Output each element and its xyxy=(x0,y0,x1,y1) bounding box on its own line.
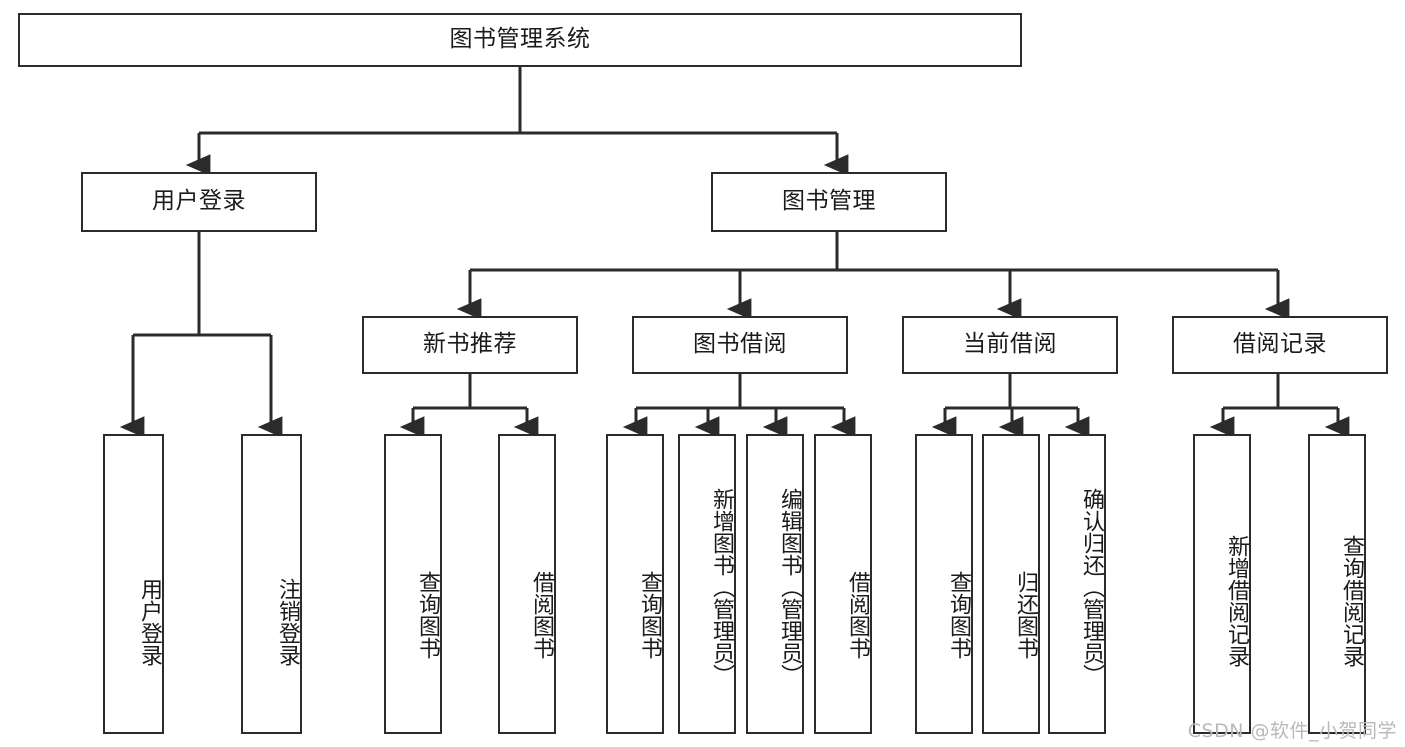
node-book-borrow-label: 图书借阅 xyxy=(693,331,787,358)
node-borrow-record[interactable]: 借阅记录 xyxy=(1172,316,1388,374)
watermark-text: CSDN @软件_小贺同学 xyxy=(1187,720,1397,742)
node-book-manage-label: 图书管理 xyxy=(782,188,876,215)
node-leaf-br-query-label: 查询借阅记录 xyxy=(1339,535,1364,667)
node-leaf-cb-return-label: 归还图书 xyxy=(1013,571,1038,659)
node-leaf-bb-borrow-label: 借阅图书 xyxy=(845,571,870,659)
node-new-book-rec[interactable]: 新书推荐 xyxy=(362,316,578,374)
node-leaf-bb-query-label: 查询图书 xyxy=(637,571,662,659)
node-current-borrow-label: 当前借阅 xyxy=(963,331,1057,358)
node-user-login-label: 用户登录 xyxy=(152,188,246,215)
node-book-manage[interactable]: 图书管理 xyxy=(711,172,947,232)
node-leaf-user-login-label: 用户登录 xyxy=(137,578,162,666)
node-leaf-bb-add-label: 新增图书（管理员） xyxy=(709,488,734,686)
node-book-borrow[interactable]: 图书借阅 xyxy=(632,316,848,374)
node-leaf-rec-borrow-label: 借阅图书 xyxy=(529,571,554,659)
node-leaf-rec-borrow[interactable]: 借阅图书 xyxy=(498,434,556,734)
node-user-login[interactable]: 用户登录 xyxy=(81,172,317,232)
node-leaf-cb-return[interactable]: 归还图书 xyxy=(982,434,1040,734)
node-leaf-bb-edit-label: 编辑图书（管理员） xyxy=(777,488,802,686)
node-leaf-cb-confirm-label: 确认归还（管理员） xyxy=(1079,488,1104,686)
node-leaf-br-query[interactable]: 查询借阅记录 xyxy=(1308,434,1366,734)
node-leaf-bb-borrow[interactable]: 借阅图书 xyxy=(814,434,872,734)
node-leaf-bb-add[interactable]: 新增图书（管理员） xyxy=(678,434,736,734)
node-leaf-user-login[interactable]: 用户登录 xyxy=(103,434,164,734)
node-leaf-logout-label: 注销登录 xyxy=(275,578,300,666)
node-root-label: 图书管理系统 xyxy=(449,26,591,53)
node-current-borrow[interactable]: 当前借阅 xyxy=(902,316,1118,374)
node-leaf-cb-query[interactable]: 查询图书 xyxy=(915,434,973,734)
node-leaf-cb-confirm[interactable]: 确认归还（管理员） xyxy=(1048,434,1106,734)
node-leaf-br-add[interactable]: 新增借阅记录 xyxy=(1193,434,1251,734)
node-leaf-bb-edit[interactable]: 编辑图书（管理员） xyxy=(746,434,804,734)
node-leaf-cb-query-label: 查询图书 xyxy=(946,571,971,659)
node-leaf-br-add-label: 新增借阅记录 xyxy=(1224,535,1249,667)
node-borrow-record-label: 借阅记录 xyxy=(1233,331,1327,358)
node-new-book-rec-label: 新书推荐 xyxy=(423,331,517,358)
node-leaf-rec-query[interactable]: 查询图书 xyxy=(384,434,442,734)
node-leaf-bb-query[interactable]: 查询图书 xyxy=(606,434,664,734)
node-root[interactable]: 图书管理系统 xyxy=(18,13,1022,67)
node-leaf-logout[interactable]: 注销登录 xyxy=(241,434,302,734)
node-leaf-rec-query-label: 查询图书 xyxy=(415,571,440,659)
